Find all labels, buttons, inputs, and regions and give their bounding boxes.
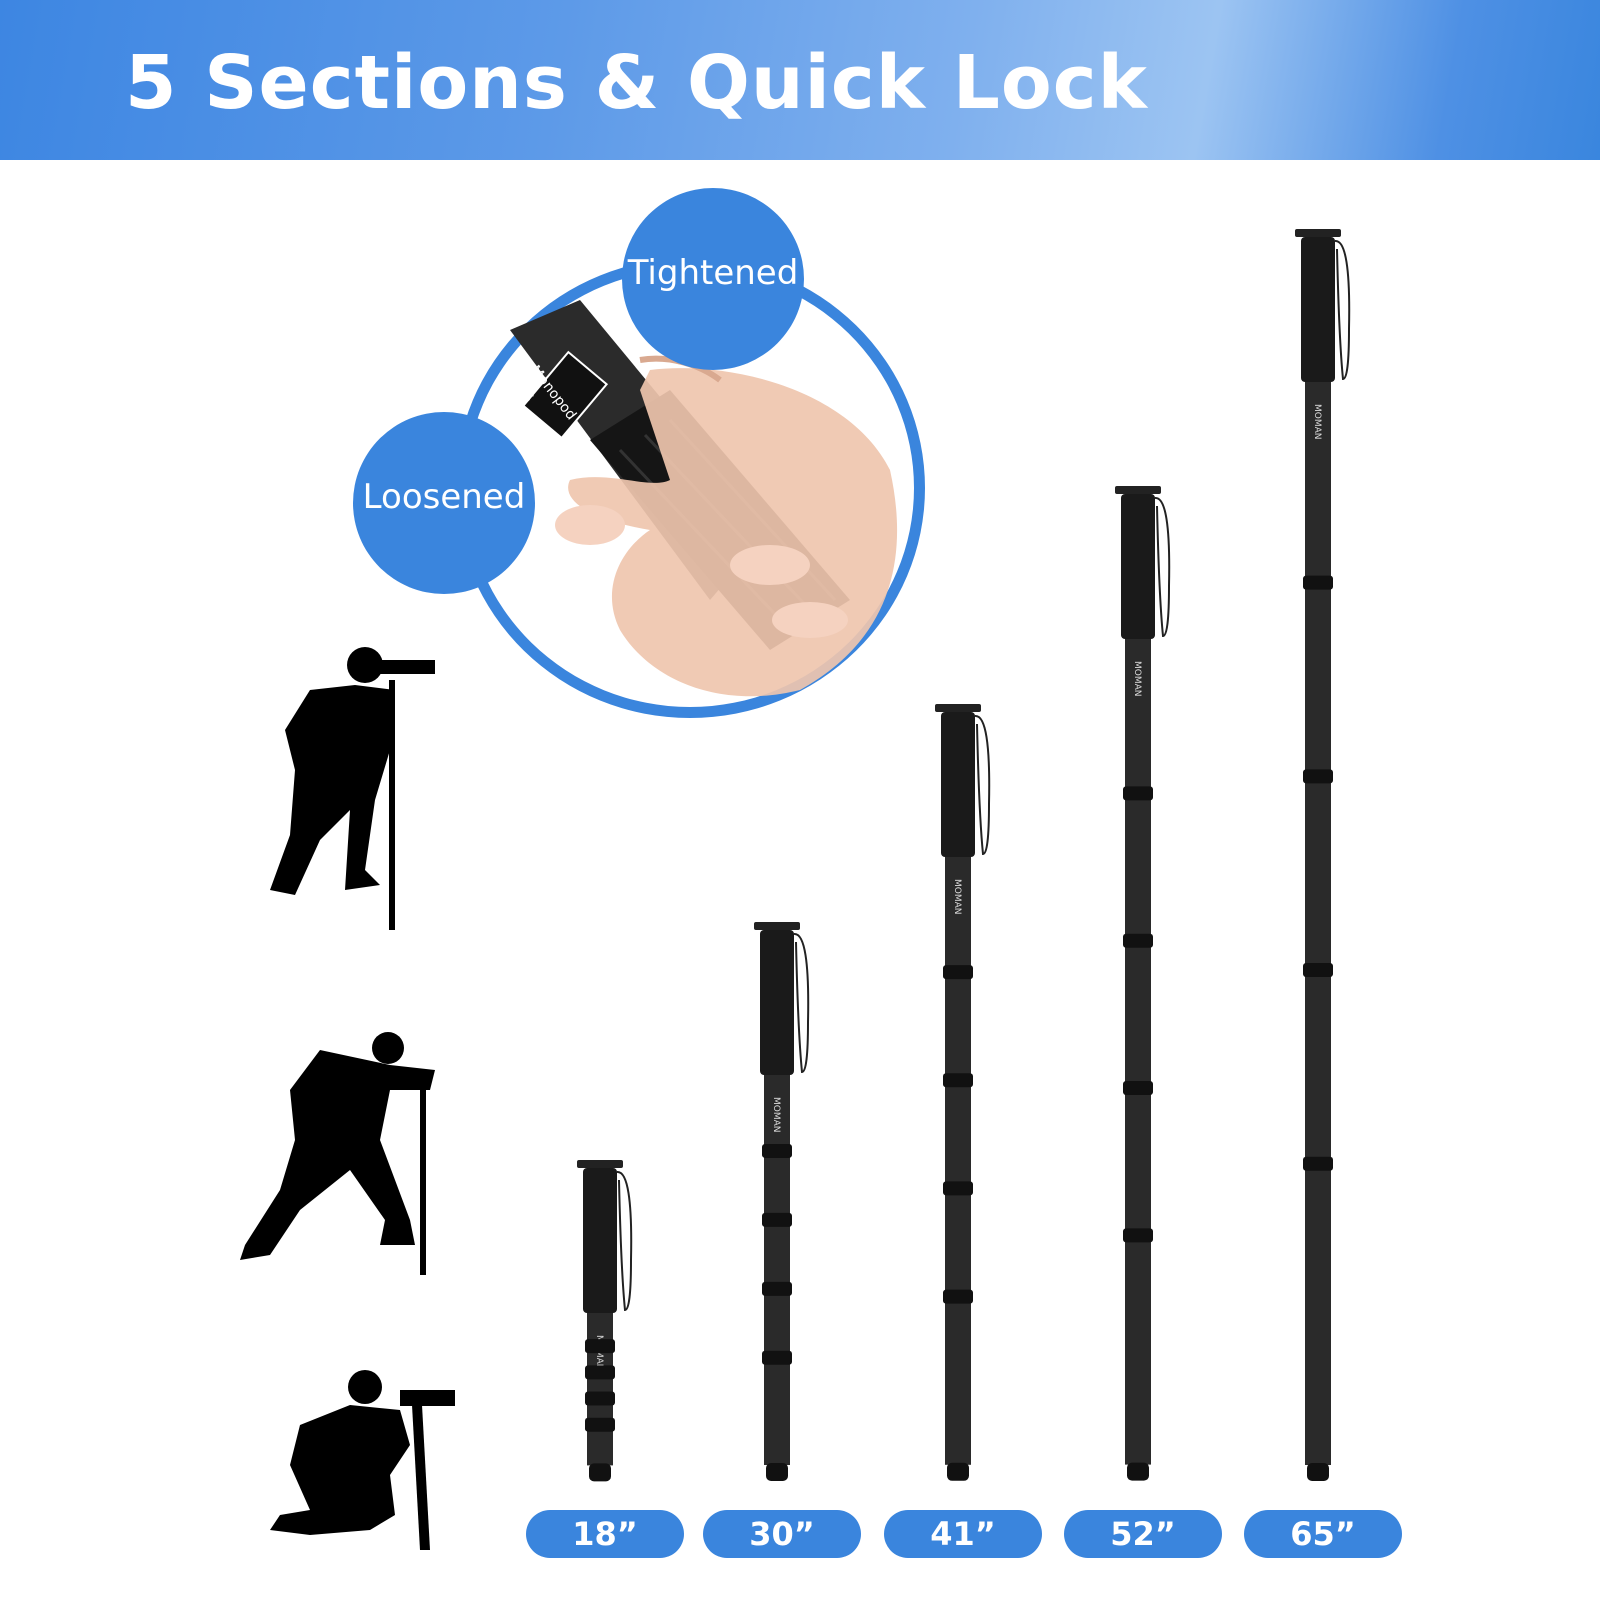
- brand-text: MOMAN: [771, 1097, 781, 1133]
- brand-text: MOMAN: [1312, 404, 1322, 440]
- monopod-2: MOMAN: [754, 922, 810, 1481]
- monopod-4: MOMAN: [1115, 486, 1171, 1481]
- hiker-icon: [240, 1032, 435, 1275]
- loosened-bubble: Loosened: [353, 412, 535, 594]
- tightened-label: Tightened: [627, 253, 799, 293]
- length-badge: 41”: [884, 1510, 1042, 1558]
- tightened-bubble: Tightened: [622, 188, 804, 370]
- monopod-1: MOMAN: [577, 1159, 633, 1481]
- length-badge: 18”: [526, 1510, 684, 1558]
- length-badge: 52”: [1064, 1510, 1222, 1558]
- monopod-3: MOMAN: [935, 704, 991, 1481]
- header-banner: 5 Sections & Quick Lock: [0, 0, 1600, 160]
- brand-text: MOMAN: [1132, 661, 1142, 697]
- loosened-label: Loosened: [362, 477, 526, 517]
- brand-text: MOMAN: [952, 879, 962, 915]
- length-badge: 65”: [1244, 1510, 1402, 1558]
- hand-grip-lock-image: Monopod C65: [507, 300, 898, 697]
- length-badge: 30”: [703, 1510, 861, 1558]
- kneeling-photographer-icon: [270, 1370, 455, 1550]
- page-title: 5 Sections & Quick Lock: [125, 40, 1148, 126]
- standing-photographer-icon: [270, 647, 435, 930]
- monopod-5: MOMAN: [1295, 229, 1351, 1481]
